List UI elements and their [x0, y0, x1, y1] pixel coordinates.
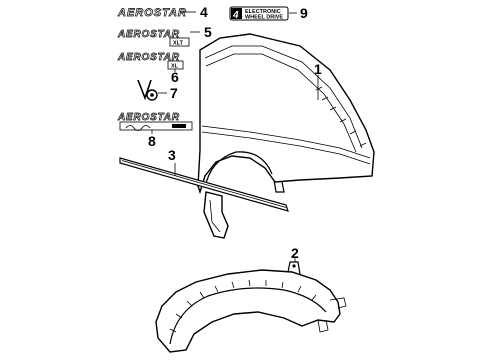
callout-3: 3 [168, 147, 176, 163]
aerostar-emblem-text: AEROSTAR [117, 7, 187, 19]
4wd-wheel-drive: WHEEL DRIVE [245, 15, 283, 21]
4wd-number: 4 [232, 10, 239, 21]
fender-liner [155, 261, 347, 353]
callout-2: 2 [291, 245, 299, 261]
callout-1: 1 [314, 61, 322, 77]
aerostar-xlt-text: AEROSTAR [117, 29, 180, 40]
fender-lower-bracket [203, 191, 229, 239]
callout-5: 5 [204, 24, 212, 40]
xl-badge-text: XL [171, 64, 179, 70]
v6-v-shape [137, 79, 152, 101]
four-wheel-drive-emblem: 4 ELECTRONIC WHEEL DRIVE [229, 6, 289, 21]
aerostar-xl-emblem: AEROSTAR XL [117, 52, 184, 70]
xl-badge [167, 60, 184, 70]
aerostar-xl-text: AEROSTAR [117, 52, 180, 63]
aerostar-script-emblem: AEROSTAR [117, 112, 193, 131]
script-plate [119, 121, 193, 131]
callout-6: 6 [171, 69, 179, 85]
callout-4: 4 [200, 4, 208, 20]
4wd-badge-frame [229, 6, 289, 21]
callout-9: 9 [300, 5, 308, 21]
aerostar-emblem: AEROSTAR [117, 7, 187, 20]
callout-7: 7 [170, 85, 178, 101]
callout-8: 8 [148, 133, 156, 149]
aerostar-xlt-emblem: AEROSTAR XLT [117, 29, 190, 47]
aerostar-script-text: AEROSTAR [117, 112, 180, 123]
front-fender [197, 33, 375, 195]
wheel-opening-moulding [119, 157, 289, 212]
v6-emblem [137, 79, 158, 101]
xlt-badge-text: XLT [173, 41, 184, 47]
xlt-badge [169, 37, 190, 47]
4wd-electronic: ELECTRONIC [245, 9, 281, 15]
liner-outline [155, 269, 341, 353]
